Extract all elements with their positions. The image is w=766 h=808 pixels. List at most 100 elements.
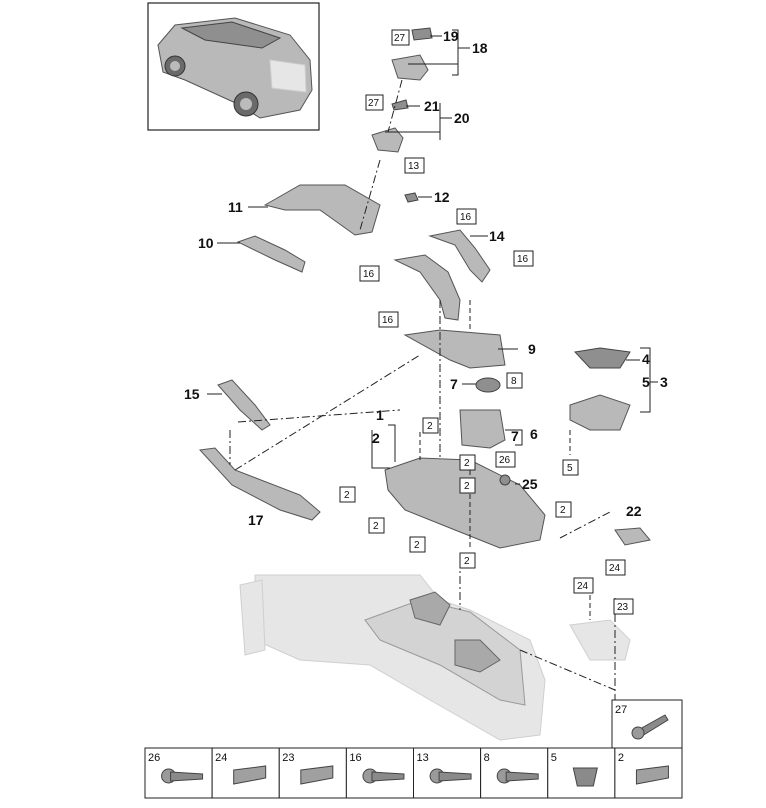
callout-4: 4: [642, 351, 650, 367]
box-16b: 16: [513, 250, 534, 267]
nut-icon: [572, 767, 598, 787]
part-21: [391, 99, 409, 111]
callout-9: 9: [528, 341, 536, 357]
part-15: [217, 379, 271, 431]
fastener-cell-27: 27: [611, 699, 683, 749]
part-11: [263, 184, 381, 236]
box-16c: 16: [359, 265, 380, 282]
callout-1: 1: [376, 407, 384, 423]
svg-text:27: 27: [615, 704, 627, 716]
fastener-cell-2: 2: [614, 747, 683, 799]
dashed-reference-lines: [229, 79, 616, 700]
svg-text:16: 16: [460, 212, 472, 223]
box-2h: 2: [459, 477, 476, 494]
box-2g: 2: [555, 501, 572, 518]
callout-18: 18: [472, 40, 488, 56]
svg-text:16: 16: [363, 269, 375, 280]
callouts: 19 18 21 20 11 12 10 14 9 4 5 3 7 15 1 2…: [184, 28, 668, 528]
svg-text:23: 23: [617, 602, 629, 613]
box-2a: 2: [422, 417, 439, 434]
callout-20: 20: [454, 110, 470, 126]
part-22: [614, 527, 651, 546]
part-7: [475, 377, 501, 393]
fastener-number: 23: [282, 752, 294, 764]
screw-icon: [429, 768, 472, 784]
callout-14: 14: [489, 228, 505, 244]
svg-text:2: 2: [464, 481, 470, 492]
part-19: [411, 27, 433, 41]
part-23: [569, 619, 631, 661]
part-1-frame: [384, 457, 546, 549]
part-12: [404, 192, 419, 203]
box-2f: 2: [459, 552, 476, 569]
part-25: [499, 474, 511, 486]
box-16d: 16: [378, 311, 399, 328]
svg-text:16: 16: [382, 315, 394, 326]
fastener-number: 5: [551, 752, 557, 764]
fastener-number: 2: [618, 752, 624, 764]
fastener-number: 16: [349, 752, 361, 764]
leader-lines: [207, 29, 658, 485]
fastener-number: 13: [417, 752, 429, 764]
svg-text:2: 2: [373, 521, 379, 532]
part-10: [236, 235, 306, 273]
part-18: [391, 54, 429, 81]
svg-text:26: 26: [499, 455, 511, 466]
box-2d: 2: [368, 517, 385, 534]
box-27b: 27: [365, 94, 384, 111]
fastener-number: 8: [484, 752, 490, 764]
box-24b: 24: [605, 559, 626, 576]
svg-text:2: 2: [344, 490, 350, 501]
svg-text:24: 24: [577, 581, 589, 592]
box-23: 23: [613, 598, 634, 615]
box-16a: 16: [456, 208, 477, 225]
car-illustration: [157, 17, 313, 119]
svg-text:2: 2: [414, 540, 420, 551]
vehicle-inset: [147, 2, 320, 131]
callout-3: 3: [660, 374, 668, 390]
box-27a: 27: [391, 29, 410, 46]
fastener-number: 24: [215, 752, 227, 764]
box-8: 8: [506, 372, 523, 389]
box-2b: 2: [459, 454, 476, 471]
box-13: 13: [404, 157, 425, 174]
svg-text:8: 8: [511, 376, 517, 387]
screw-icon: [362, 768, 405, 784]
callout-7b: 7: [511, 428, 519, 444]
callout-6: 6: [530, 426, 538, 442]
part-9: [403, 329, 506, 369]
part-17: [198, 447, 321, 521]
fastener-cell-23: 23: [278, 747, 347, 799]
fastener-cell-24: 24: [211, 747, 280, 799]
fastener-cell-8: 8: [480, 747, 549, 799]
clip-icon: [300, 765, 334, 785]
callout-21: 21: [424, 98, 440, 114]
box-2c: 2: [339, 486, 356, 503]
callout-11: 11: [228, 199, 243, 215]
callout-12: 12: [434, 189, 450, 205]
svg-text:27: 27: [368, 98, 380, 109]
svg-text:24: 24: [609, 563, 621, 574]
svg-text:16: 16: [517, 254, 529, 265]
svg-text:2: 2: [464, 458, 470, 469]
part-14: [428, 229, 491, 283]
part-4: [573, 347, 631, 369]
box-26: 26: [495, 451, 516, 468]
part-bezel: [393, 254, 461, 321]
svg-text:27: 27: [394, 33, 406, 44]
part-6: [459, 409, 506, 449]
bolt-icon: [161, 768, 204, 784]
svg-text:13: 13: [408, 161, 420, 172]
fastener-cell-13: 13: [413, 747, 482, 799]
svg-text:2: 2: [464, 556, 470, 567]
fastener-cell-26: 26: [144, 747, 213, 799]
callout-15: 15: [184, 386, 200, 402]
part-20: [371, 127, 404, 153]
callout-25: 25: [522, 476, 538, 492]
console-ghost: [239, 574, 546, 741]
boxed-refs: 27 27 13 16 16 16 16 8 5 2 2 2 2 2 2 2 2…: [339, 29, 634, 615]
part-5: [569, 394, 631, 431]
svg-text:2: 2: [560, 505, 566, 516]
